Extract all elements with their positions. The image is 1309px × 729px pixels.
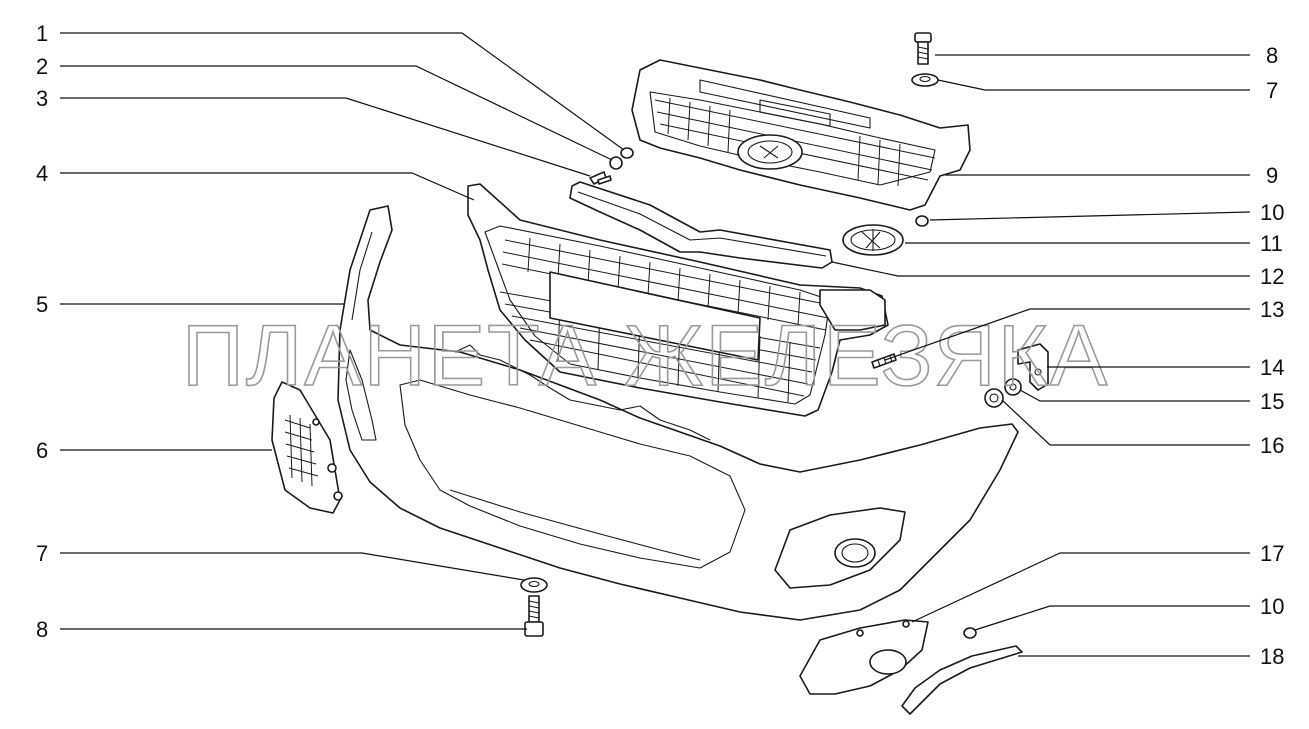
callout-3: 3: [36, 86, 48, 111]
callout-2: 2: [36, 54, 48, 79]
nut-part-15: [1004, 378, 1022, 396]
bolt-part-bottom: [524, 595, 544, 637]
callout-11: 11: [1260, 231, 1283, 256]
watermark-text: ПЛАНЕТА ЖЕЛЕЗЯКА: [182, 308, 1109, 404]
emblem-part: [842, 224, 904, 256]
clip-part-2: [609, 156, 623, 170]
callouts-left: 1 2 3 4 5 6 7 8: [36, 21, 48, 642]
front-bumper-part: [337, 205, 1019, 621]
callout-7-right: 7: [1266, 78, 1278, 103]
callout-5: 5: [36, 292, 48, 317]
clip-part-10-bottom: [963, 627, 977, 639]
nut-part-1: [620, 147, 634, 159]
callout-7-left: 7: [36, 541, 48, 566]
lower-trim-strip-part: [901, 645, 1023, 715]
screw-part-3: [589, 171, 612, 185]
callout-10-bottom: 10: [1260, 594, 1284, 619]
callout-17: 17: [1260, 541, 1284, 566]
washer-part-bottom: [520, 577, 548, 593]
side-grille-part: [271, 381, 343, 514]
callout-12: 12: [1260, 264, 1284, 289]
bracket-part: [1017, 343, 1049, 391]
callout-4: 4: [36, 161, 48, 186]
callout-14: 14: [1260, 355, 1284, 380]
bolt-part-top: [914, 32, 932, 65]
callout-8-left: 8: [36, 617, 48, 642]
callout-13: 13: [1260, 297, 1284, 322]
washer-part-top: [911, 73, 939, 87]
callout-15: 15: [1260, 389, 1284, 414]
callouts-right: 8 7 9 10 11 12 13 14 15 16 17 10 18: [1260, 43, 1284, 669]
nut-part-10-top: [915, 215, 929, 227]
grille-trim-strip-part: [569, 181, 833, 269]
callout-8-right: 8: [1266, 43, 1278, 68]
callout-6: 6: [36, 438, 48, 463]
callout-18: 18: [1260, 644, 1284, 669]
fog-lamp-frame-part: [799, 619, 929, 695]
leader-lines: [60, 32, 1251, 657]
lower-grille-part: [467, 183, 889, 417]
callout-10-top: 10: [1260, 200, 1284, 225]
callout-9: 9: [1266, 163, 1278, 188]
screw-part-13: [871, 353, 897, 369]
upper-grille-part: [631, 59, 971, 211]
callout-16: 16: [1260, 433, 1284, 458]
callout-1: 1: [36, 21, 48, 46]
spacer-part-16: [984, 388, 1004, 408]
